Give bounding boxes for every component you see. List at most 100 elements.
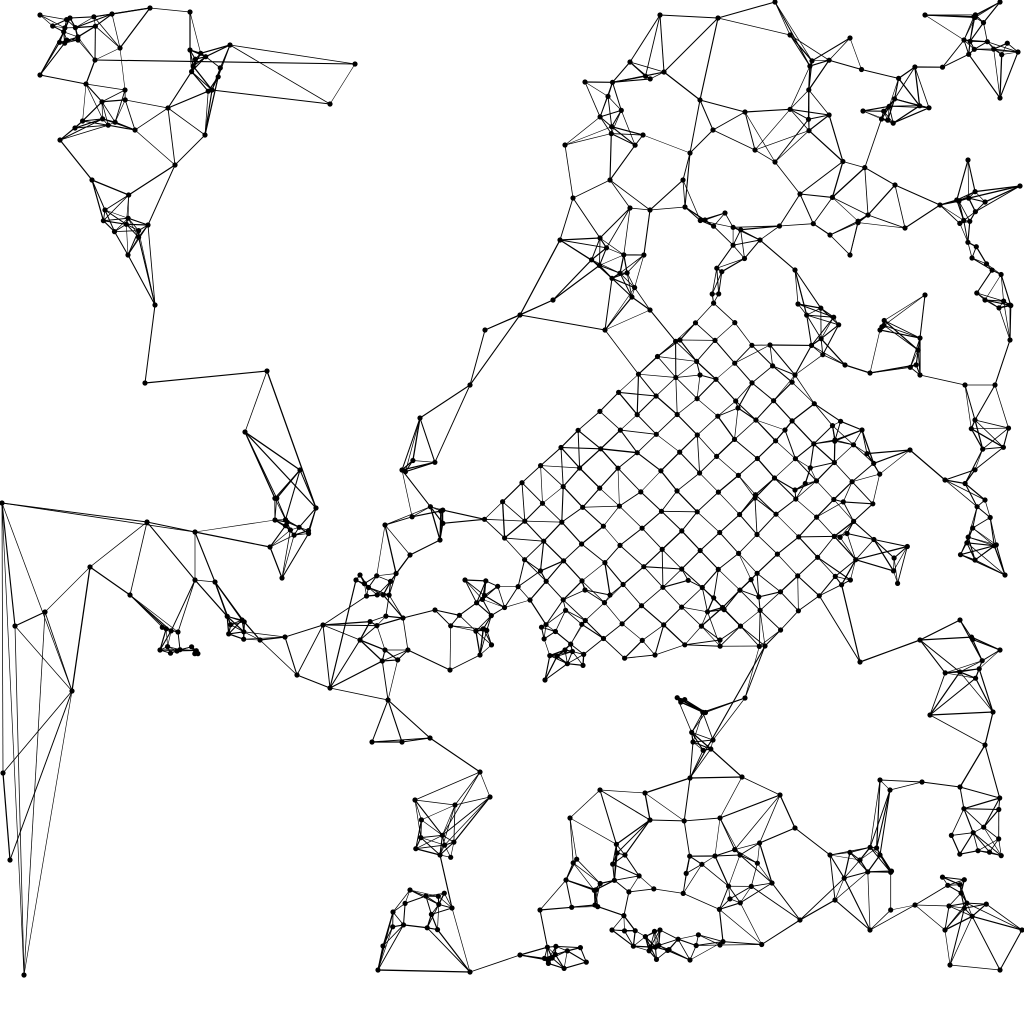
graph-edge: [322, 595, 367, 626]
graph-edge: [504, 586, 519, 608]
graph-node: [771, 475, 778, 481]
graph-node: [700, 747, 706, 753]
graph-node: [477, 652, 483, 658]
graph-edge: [729, 885, 752, 900]
graph-edge: [718, 909, 724, 942]
graph-edge: [562, 580, 583, 601]
graph-edge: [600, 448, 619, 469]
graph-edge: [795, 480, 817, 500]
graph-node: [957, 851, 963, 857]
graph-node: [582, 617, 588, 624]
graph-edge: [851, 481, 874, 505]
graph-edge: [429, 737, 481, 773]
graph-edge: [329, 687, 389, 701]
graph-node: [673, 374, 679, 381]
graph-edge: [114, 89, 126, 123]
graph-node: [770, 363, 776, 369]
graph-node: [795, 608, 802, 614]
graph-node: [881, 108, 887, 114]
graph-edge: [411, 510, 441, 518]
graph-edge: [243, 636, 286, 640]
graph-node: [792, 825, 798, 831]
graph-node: [735, 405, 741, 411]
graph-edge: [82, 118, 103, 122]
graph-node: [871, 536, 877, 543]
graph-edge: [194, 531, 216, 583]
graph-edge: [744, 646, 760, 699]
graph-edge: [611, 126, 644, 136]
graph-edge: [388, 573, 397, 596]
graph-edge: [128, 164, 176, 196]
graph-edge: [685, 863, 703, 874]
graph-edge: [560, 429, 579, 448]
graph-edge: [717, 17, 791, 36]
graph-node: [697, 547, 703, 554]
graph-node: [449, 905, 455, 911]
graph-edge: [44, 611, 73, 692]
graph-edge: [717, 1, 776, 19]
graph-edge: [700, 607, 724, 627]
graph-edge: [888, 106, 894, 124]
graph-edge: [779, 193, 801, 227]
graph-edge: [732, 244, 745, 259]
graph-node: [241, 619, 247, 625]
graph-node: [436, 901, 442, 908]
graph-edge: [616, 819, 651, 845]
graph-node: [902, 225, 908, 231]
graph-edge: [649, 206, 686, 211]
graph-node: [737, 623, 744, 629]
graph-node: [522, 557, 528, 563]
graph-node: [732, 320, 738, 326]
graph-node: [380, 943, 386, 949]
graph-edge: [855, 545, 908, 561]
graph-edge: [549, 655, 568, 665]
graph-edge: [564, 144, 574, 199]
graph-edge: [773, 381, 793, 402]
graph-edge: [540, 465, 543, 504]
graph-node: [564, 948, 570, 954]
graph-node: [692, 320, 699, 326]
graph-edge: [114, 231, 129, 256]
graph-node: [984, 39, 990, 45]
graph-node: [966, 51, 972, 57]
graph-node: [773, 438, 779, 444]
graph-edge: [818, 595, 861, 663]
graph-edge: [569, 817, 578, 860]
graph-edge: [405, 417, 421, 472]
graph-node: [541, 636, 547, 642]
graph-edge: [676, 414, 698, 436]
graph-edge: [636, 452, 662, 472]
graph-edge: [504, 537, 544, 542]
graph-node: [865, 212, 871, 218]
graph-node: [962, 480, 968, 487]
graph-edge: [813, 443, 835, 463]
graph-edge: [675, 374, 701, 378]
graph-node: [975, 848, 981, 854]
graph-edge: [565, 609, 583, 625]
graph-edge: [869, 779, 881, 848]
graph-edge: [808, 114, 830, 120]
graph-edge: [879, 779, 923, 783]
graph-edge: [780, 591, 799, 612]
graph-edge: [967, 536, 976, 561]
graph-edge: [39, 74, 87, 85]
graph-edge: [844, 364, 871, 374]
graph-edge: [755, 419, 777, 442]
graph-edge: [617, 468, 620, 507]
graph-edge: [599, 237, 625, 256]
graph-edge: [799, 161, 844, 195]
graph-edge: [545, 609, 566, 626]
graph-edge: [104, 209, 115, 232]
graph-node: [581, 651, 587, 658]
graph-edge: [127, 217, 139, 231]
graph-edge: [434, 609, 452, 627]
graph-edge: [517, 559, 526, 587]
graph-edge: [879, 789, 891, 856]
graph-edge: [714, 340, 736, 364]
graph-edge: [244, 431, 278, 499]
graph-node: [653, 956, 660, 963]
graph-edge: [718, 271, 723, 294]
graph-edge: [820, 338, 824, 355]
graph-edge: [828, 37, 851, 61]
graph-node: [542, 677, 548, 683]
